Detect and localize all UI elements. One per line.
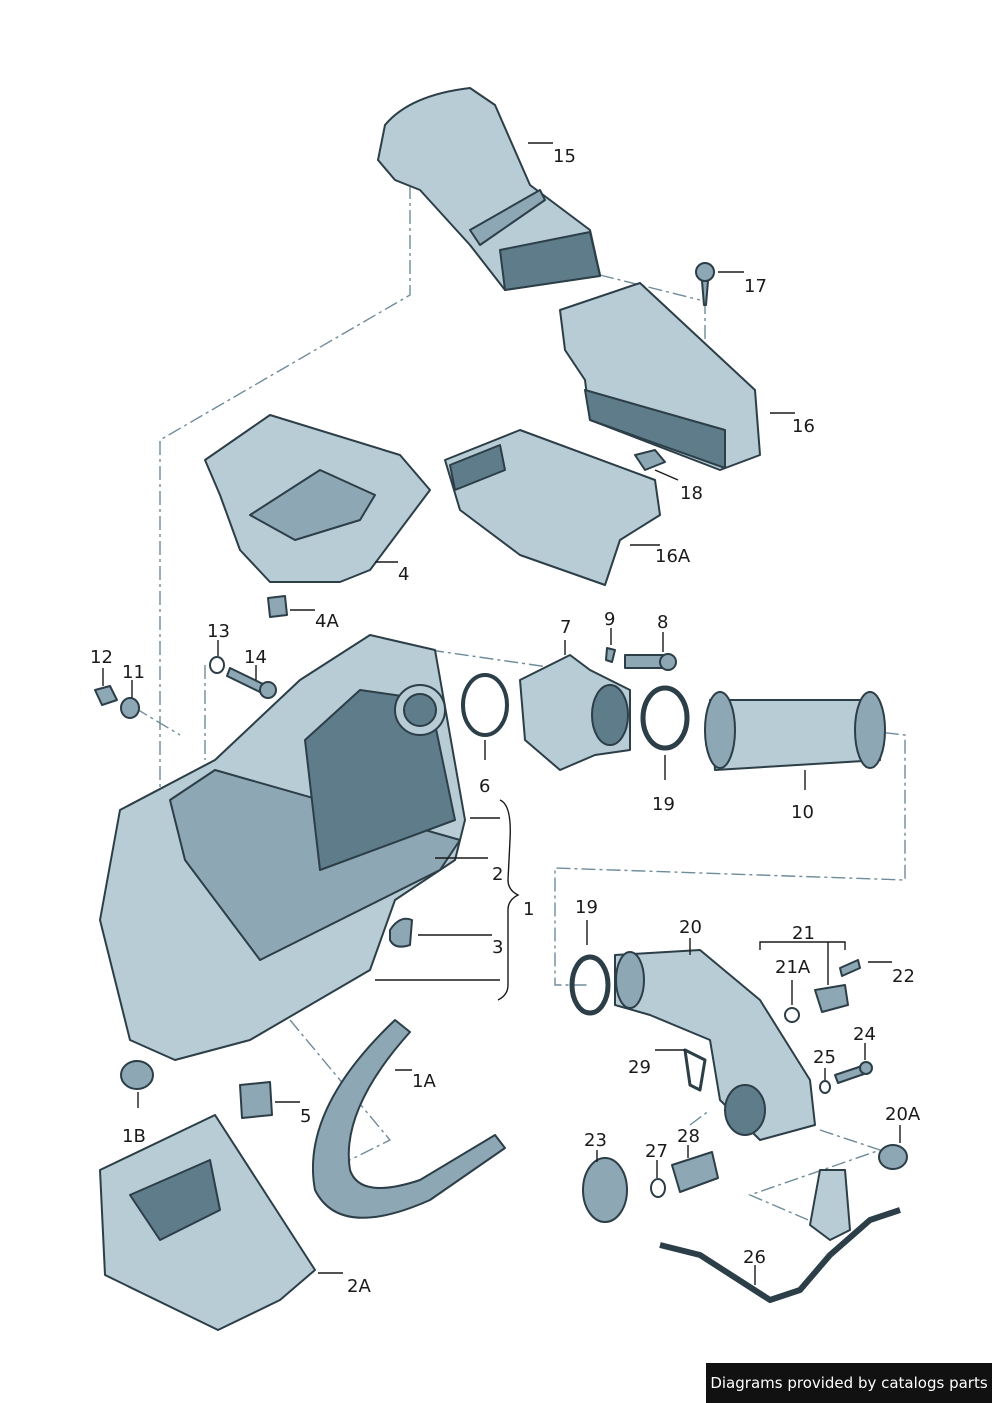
footer-credit: Diagrams provided by catalogs parts (706, 1363, 992, 1403)
label-4: 4 (398, 564, 409, 585)
part-26-valve (809, 1169, 851, 1241)
part-1a-seal-strip (311, 1019, 506, 1219)
label-16a: 16A (655, 546, 691, 567)
part-7-housing (519, 654, 631, 771)
part-16a-duct (444, 429, 661, 586)
label-1: 1 (523, 899, 534, 920)
part-21-sensor (814, 984, 849, 1013)
part-20-elbow-pipe (614, 949, 816, 1141)
label-22: 22 (892, 966, 915, 987)
label-14: 14 (244, 647, 267, 668)
part-6-seal (461, 673, 509, 737)
part-23-clamp (582, 1157, 628, 1223)
label-20a: 20A (885, 1104, 921, 1125)
part-11-grommet (120, 697, 140, 719)
part-1-airbox (99, 634, 466, 1061)
part-27-o-ring (650, 1178, 666, 1198)
part-15-air-duct (377, 87, 601, 291)
label-3: 3 (492, 937, 503, 958)
label-1b: 1B (122, 1126, 146, 1147)
part-28-connector (671, 1151, 719, 1193)
part-29-spring-clip (683, 1048, 707, 1092)
label-20: 20 (679, 917, 702, 938)
part-16-intake-duct (559, 282, 761, 471)
part-25-washer (819, 1080, 831, 1094)
part-10-hose (704, 691, 886, 771)
label-9: 9 (604, 609, 615, 630)
part-8-bolt (624, 653, 677, 671)
part-19b-clamp (569, 954, 611, 1016)
label-12: 12 (90, 647, 113, 668)
label-4a: 4A (315, 611, 339, 632)
part-13-washer (209, 656, 225, 674)
label-26: 26 (743, 1247, 766, 1268)
part-18-clip (634, 449, 666, 471)
label-18: 18 (680, 483, 703, 504)
label-1a: 1A (412, 1071, 436, 1092)
callout-labels: 15 17 16 18 16A 4 4A 7 9 8 12 11 13 14 6… (90, 146, 921, 1297)
label-15: 15 (553, 146, 576, 167)
part-2a-shield (99, 1114, 316, 1331)
part-21a-seal (784, 1007, 800, 1023)
label-2: 2 (492, 864, 503, 885)
label-19-lower: 19 (575, 897, 598, 918)
part-1b-grommet (120, 1060, 154, 1090)
part-19-clamp (640, 685, 690, 751)
part-9-clip (605, 647, 616, 663)
label-6: 6 (479, 776, 490, 797)
label-25: 25 (813, 1047, 836, 1068)
label-24: 24 (853, 1024, 876, 1045)
part-4-cover (204, 414, 431, 583)
label-5: 5 (300, 1106, 311, 1127)
label-28: 28 (677, 1126, 700, 1147)
part-22-screw (839, 959, 861, 977)
part-3-clip (389, 917, 413, 948)
label-2a: 2A (347, 1276, 371, 1297)
leader-lines (102, 142, 901, 1285)
label-17: 17 (744, 276, 767, 297)
label-29: 29 (628, 1057, 651, 1078)
label-21a: 21A (775, 957, 811, 978)
part-17-screw (695, 262, 715, 306)
label-8: 8 (657, 612, 668, 633)
part-14-bolt (226, 667, 277, 699)
part-12-bushing (94, 685, 118, 706)
label-16: 16 (792, 416, 815, 437)
part-20a-cap (878, 1144, 908, 1170)
part-5-mount (239, 1081, 273, 1119)
label-27: 27 (645, 1141, 668, 1162)
label-7: 7 (560, 617, 571, 638)
label-19-upper: 19 (652, 794, 675, 815)
part-4a-clip (267, 595, 288, 618)
part-24-bolt (834, 1061, 873, 1084)
label-23: 23 (584, 1130, 607, 1151)
label-13: 13 (207, 621, 230, 642)
label-11: 11 (122, 662, 145, 683)
label-10: 10 (791, 802, 814, 823)
part-26-breather-hose (659, 1207, 901, 1303)
label-21: 21 (792, 923, 815, 944)
